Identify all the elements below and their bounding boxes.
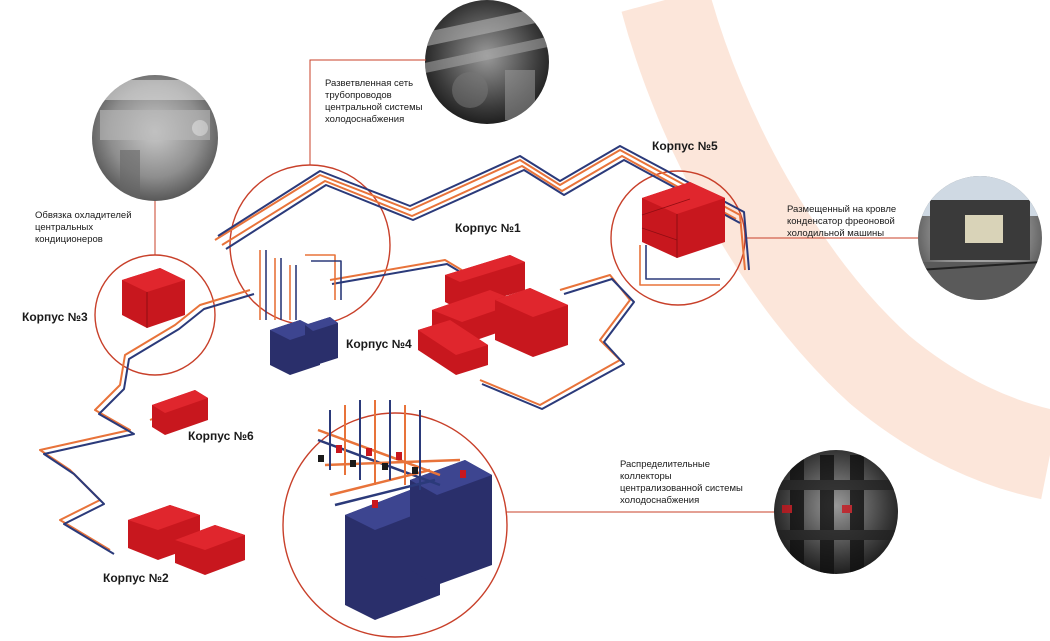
building-4-tanks <box>270 317 338 375</box>
photo-air-handler <box>92 75 218 201</box>
callout-roof-condenser: Размещенный на кровле конденсатор фреоно… <box>787 204 897 239</box>
building-blocks <box>122 182 725 575</box>
building-2 <box>128 505 245 575</box>
label-building-1: Корпус №1 <box>455 221 521 235</box>
label-building-2: Корпус №2 <box>103 571 169 585</box>
callout-pipe-network: Разветвленная сеть трубопроводов централ… <box>325 78 423 125</box>
photo-collectors <box>774 450 898 574</box>
label-building-3: Корпус №3 <box>22 310 88 324</box>
label-building-6: Корпус №6 <box>188 429 254 443</box>
callout-lines <box>154 59 918 513</box>
photo-ductwork <box>425 0 549 124</box>
building-5 <box>641 182 725 258</box>
callout-cooler-piping: Обвязка охладителей центральных кондицио… <box>35 210 132 245</box>
building-1 <box>418 255 568 375</box>
building-6 <box>152 390 208 435</box>
label-building-5: Корпус №5 <box>652 139 718 153</box>
decorative-arc <box>621 0 1050 500</box>
collector-detail <box>317 400 492 620</box>
label-building-4: Корпус №4 <box>346 337 412 351</box>
building-3 <box>122 268 185 328</box>
callout-collectors: Распределительные коллекторы централизов… <box>620 459 743 506</box>
